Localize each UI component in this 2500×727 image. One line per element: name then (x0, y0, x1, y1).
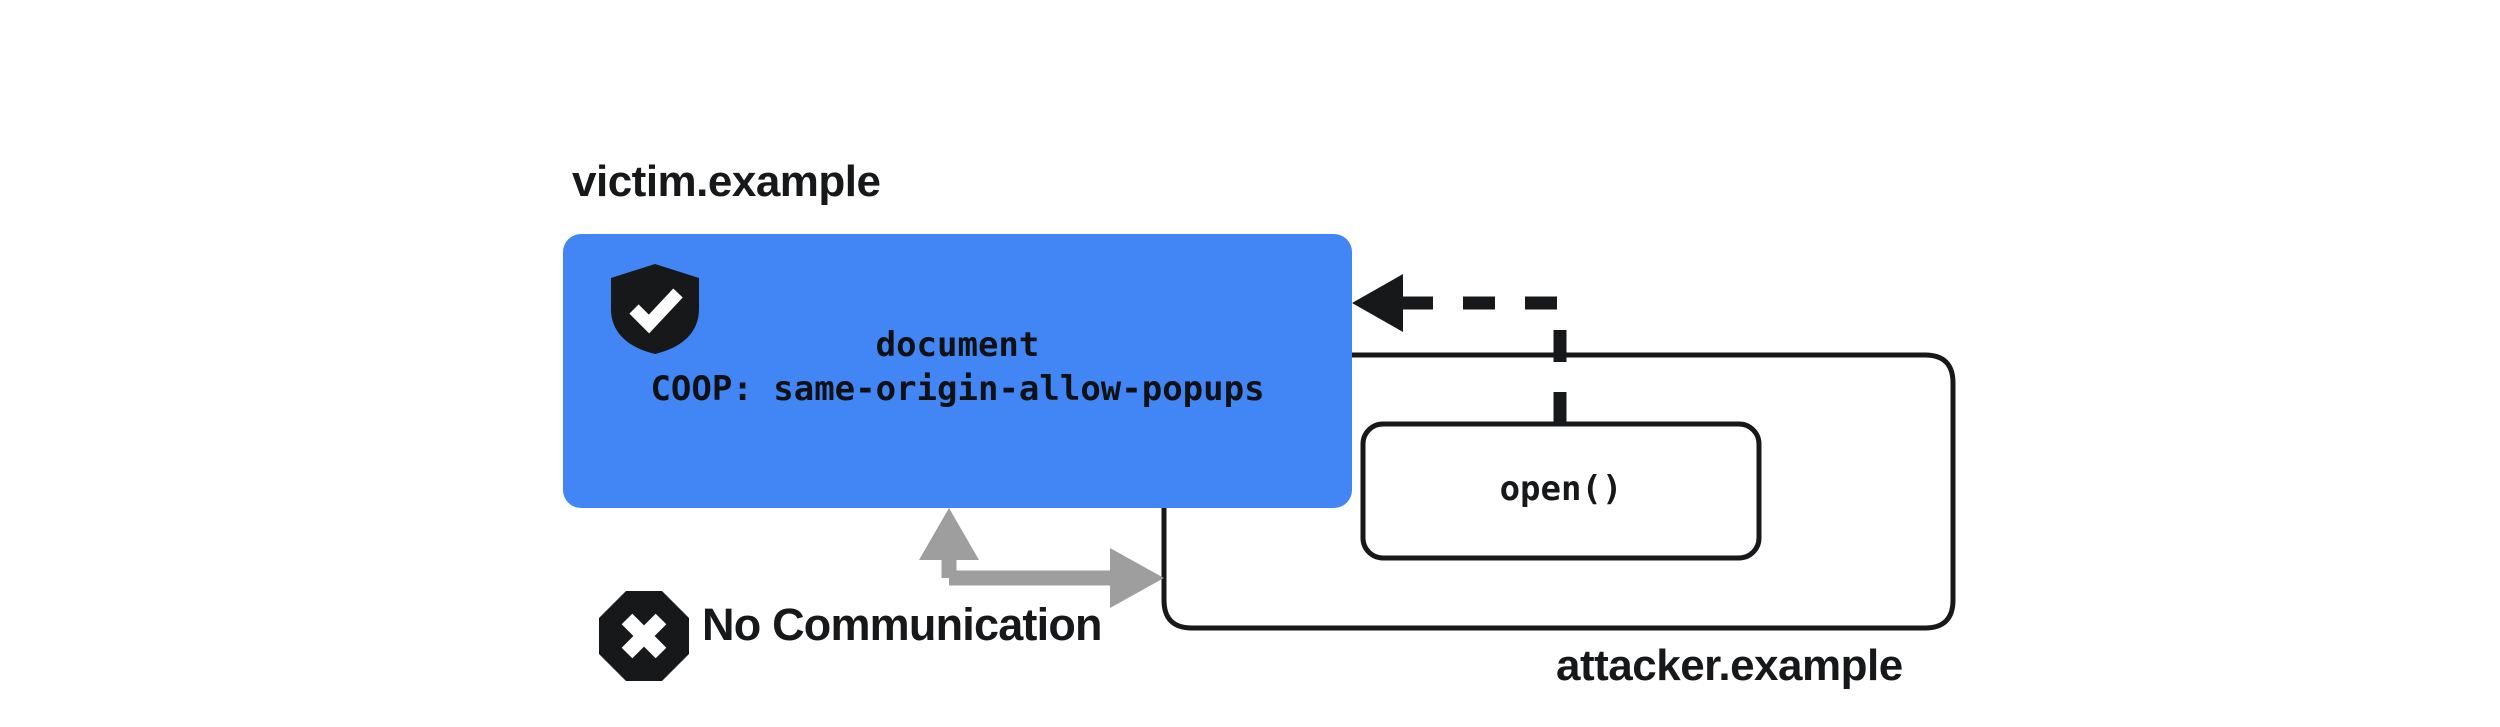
coop-header-value: COOP: same-origin-allow-popups (650, 369, 1265, 409)
victim-origin-label: victim.example (572, 157, 881, 206)
shield-check-icon (608, 263, 702, 355)
attacker-container-outline (1161, 352, 1956, 631)
no-communication-arrow-head-right (1110, 548, 1164, 608)
no-communication-label: No Communication (702, 599, 1103, 650)
no-communication-arrow-head-up (919, 508, 979, 560)
open-to-victim-arrowhead (1352, 274, 1403, 332)
open-call-label: open() (1499, 469, 1623, 509)
attacker-origin-label: attacker.example (1556, 641, 1903, 690)
octagon-x-icon (597, 589, 691, 683)
open-to-victim-dashed-line (1392, 296, 1567, 424)
victim-document-box (563, 234, 1352, 508)
document-label: document (875, 325, 1040, 365)
